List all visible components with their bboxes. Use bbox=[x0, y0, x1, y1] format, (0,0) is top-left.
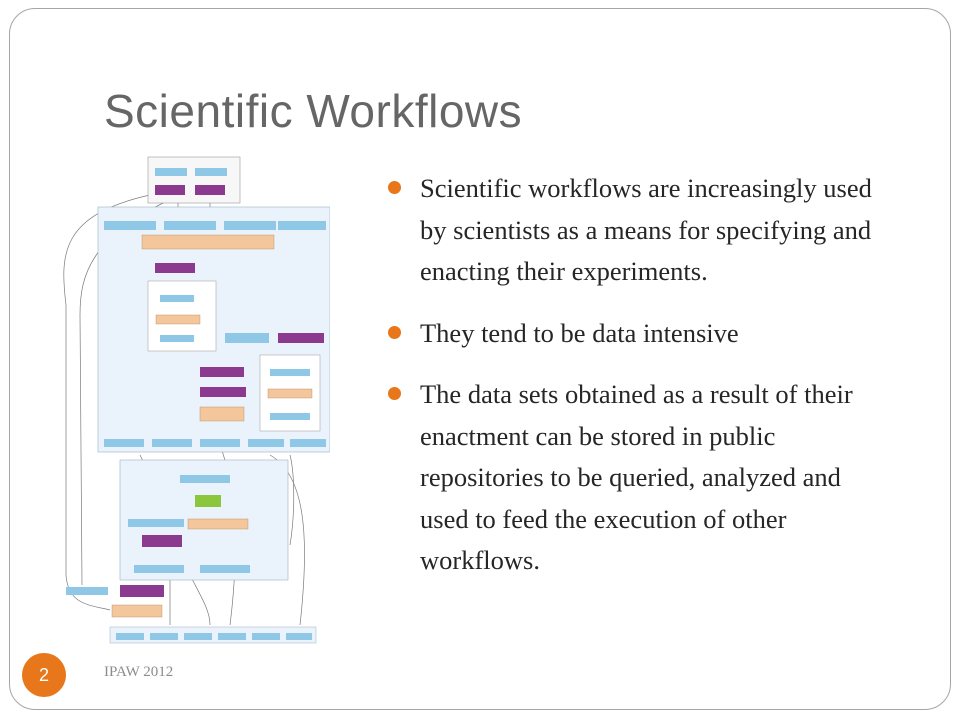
footer-text: IPAW 2012 bbox=[104, 664, 174, 680]
bullet-list: Scientific workflows are increasingly us… bbox=[388, 168, 888, 602]
bullet-text: They tend to be data intensive bbox=[420, 317, 739, 348]
bullet-dot-icon bbox=[388, 181, 401, 194]
bullet-dot-icon bbox=[388, 387, 401, 400]
bullet-text: The data sets obtained as a result of th… bbox=[420, 379, 853, 575]
bullet-item: Scientific workflows are increasingly us… bbox=[388, 168, 888, 293]
slide-number-badge: 2 bbox=[22, 653, 66, 697]
bullet-item: The data sets obtained as a result of th… bbox=[388, 374, 888, 582]
bullet-text: Scientific workflows are increasingly us… bbox=[420, 173, 872, 286]
workflow-diagram-icon bbox=[63, 156, 330, 644]
bullet-item: They tend to be data intensive bbox=[388, 313, 888, 355]
bullet-dot-icon bbox=[388, 325, 401, 339]
slide-frame bbox=[9, 8, 951, 710]
slide-title: Scientific Workflows bbox=[104, 85, 523, 137]
